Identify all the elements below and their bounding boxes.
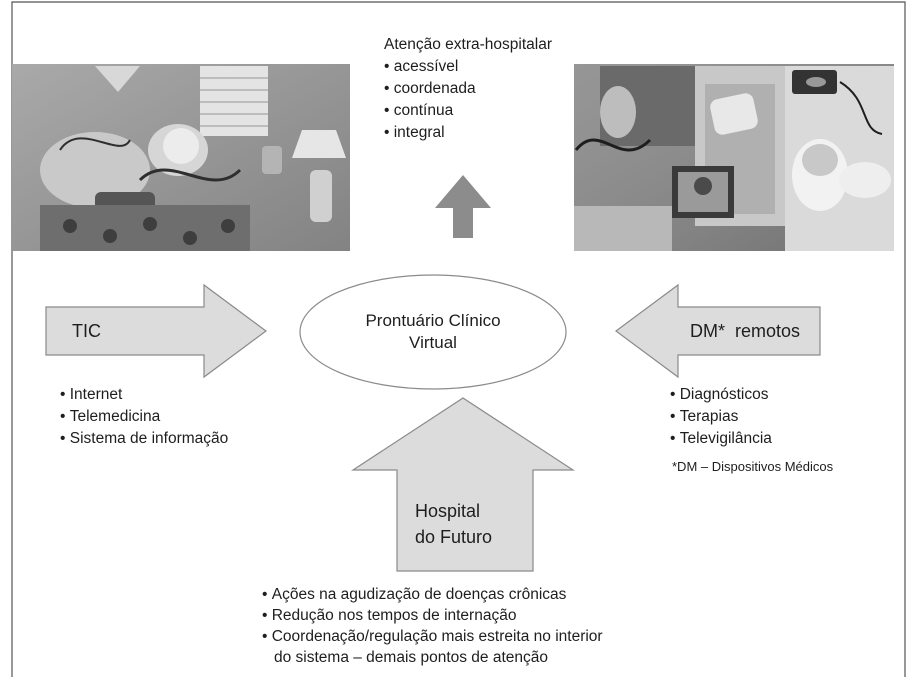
right-footnote: *DM – Dispositivos Médicos [672,459,834,474]
right-list: Diagnósticos Terapias Televigilância [670,384,772,450]
up-arrow-small [435,175,491,238]
bottom-list-item: Redução nos tempos de internação [262,605,603,626]
bottom-arrow-label-line1: Hospital [415,501,481,521]
bottom-arrow-label: Hospital do Futuro [415,498,492,550]
left-list-item: Telemedicina [60,406,228,428]
bottom-arrow-hospital [350,397,576,572]
center-ellipse [299,274,567,390]
left-list: Internet Telemedicina Sistema de informa… [60,384,229,450]
frame-border [11,1,906,677]
right-list-item: Terapias [670,406,772,428]
right-list-item: Diagnósticos [670,384,772,406]
bottom-arrow-label-line2: do Futuro [415,527,493,547]
living-room-illustration [12,64,350,251]
bottom-list-continuation: do sistema – demais pontos de atenção [274,649,549,666]
top-list-item: coordenada [384,78,476,100]
home-monitoring-illustration [574,64,894,251]
top-list: acessível coordenada contínua integral [384,56,476,144]
left-arrow-tic [45,283,268,379]
top-list-item: contínua [384,100,476,122]
center-label-line2: Virtual [409,333,457,352]
left-arrow-label: TIC [72,321,101,341]
left-list-item: Sistema de informação [60,428,229,450]
left-list-item: Internet [60,384,228,406]
right-arrow-dm [614,283,821,379]
top-list-item: acessível [384,56,476,78]
right-list-item: Televigilância [670,428,772,450]
right-arrow-label: DM* remotos [690,321,801,341]
bottom-list-item: Ações na agudização de doenças crônicas [262,584,603,605]
top-heading: Atenção extra-hospitalar [384,36,553,53]
top-list-item: integral [384,122,476,144]
center-label-line1: Prontuário Clínico [365,311,501,330]
center-label: Prontuário Clínico Virtual [300,310,566,354]
bottom-list-item: Coordenação/regulação mais estreita no i… [262,626,603,647]
bottom-list: Ações na agudização de doenças crônicas … [262,584,603,647]
